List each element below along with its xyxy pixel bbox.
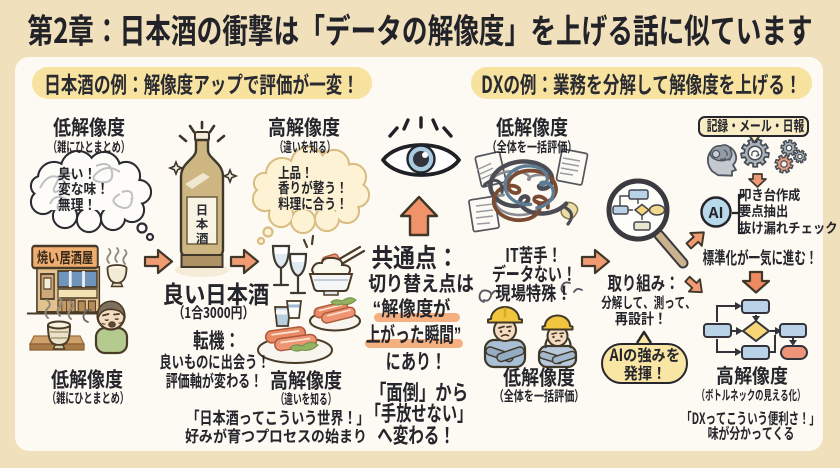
svg-text:日本酒: 日本酒 — [193, 203, 212, 245]
svg-text:焼い居酒屋: 焼い居酒屋 — [37, 245, 93, 267]
svg-text:AI: AI — [708, 202, 724, 223]
